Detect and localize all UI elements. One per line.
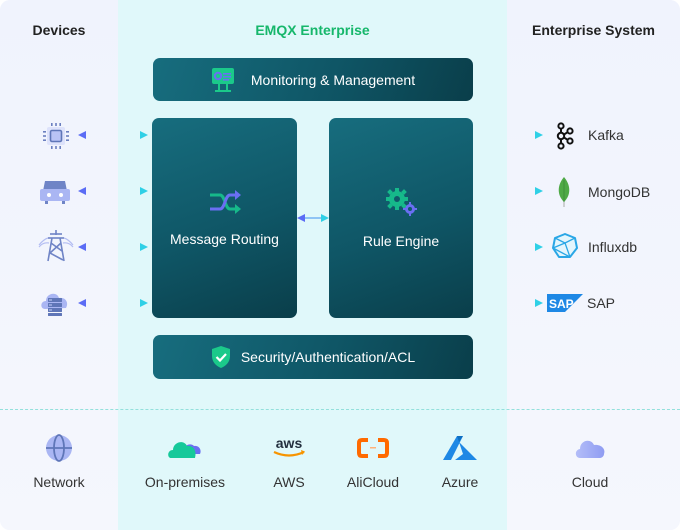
device-arrow-2 (78, 186, 148, 196)
alicloud-label: AliCloud (346, 474, 400, 490)
green-cloud-icon (135, 430, 235, 466)
rule-engine-box: Rule Engine (329, 118, 473, 318)
system-arrow-1 (473, 130, 543, 140)
emqx-title: EMQX Enterprise (255, 22, 370, 38)
kafka-icon (555, 122, 575, 155)
monitoring-management-box: Monitoring & Management (153, 58, 473, 101)
network-label: Network (33, 474, 85, 490)
deployment-cloud: Cloud (540, 430, 640, 490)
influxdb-label: Influxdb (588, 239, 638, 255)
shuffle-icon (208, 189, 242, 215)
azure-logo-icon (410, 430, 510, 466)
rule-engine-label: Rule Engine (362, 233, 440, 249)
aws-label: AWS (273, 474, 305, 490)
kafka-label: Kafka (588, 127, 624, 143)
on-premises-label: On-premises (144, 474, 226, 490)
influxdb-icon (552, 233, 578, 264)
device-arrow-3 (78, 242, 148, 252)
deployment-aws: aws AWS (239, 430, 339, 490)
gears-icon (384, 187, 418, 217)
sap-label: SAP (587, 295, 616, 311)
azure-label: Azure (441, 474, 479, 490)
server-cloud-icon (40, 289, 70, 322)
enterprise-system-column (507, 0, 680, 530)
sap-logo-icon: SAP (547, 294, 583, 317)
message-routing-box: Message Routing (152, 118, 297, 318)
system-arrow-4 (473, 298, 543, 308)
section-divider (0, 409, 680, 410)
aws-logo-icon: aws (239, 430, 339, 466)
deployment-alicloud: AliCloud (323, 430, 423, 490)
device-arrow-1 (78, 130, 148, 140)
devices-title: Devices (32, 22, 86, 38)
device-arrow-4 (78, 298, 148, 308)
deployment-on-premises: On-premises (135, 430, 235, 490)
monitor-dashboard-icon (211, 67, 235, 93)
system-arrow-3 (473, 242, 543, 252)
routing-rule-engine-arrow (297, 213, 329, 223)
cloud-label: Cloud (571, 474, 609, 490)
chip-icon (42, 122, 70, 155)
mongodb-leaf-icon (556, 176, 572, 213)
svg-text:SAP: SAP (549, 297, 574, 311)
car-icon (39, 179, 71, 210)
cloud-icon (540, 430, 640, 466)
security-authentication-acl-label: Security/Authentication/ACL (240, 349, 416, 365)
power-tower-icon (38, 229, 74, 268)
system-arrow-2 (473, 186, 543, 196)
deployment-azure: Azure (410, 430, 510, 490)
mongodb-label: MongoDB (588, 184, 651, 200)
security-authentication-acl-box: Security/Authentication/ACL (153, 335, 473, 379)
deployment-network: Network (9, 430, 109, 490)
svg-text:aws: aws (276, 436, 303, 451)
monitoring-management-label: Monitoring & Management (250, 71, 416, 88)
enterprise-system-title: Enterprise System (532, 22, 655, 38)
alicloud-logo-icon (323, 430, 423, 466)
shield-check-icon (211, 345, 231, 369)
message-routing-label: Message Routing (170, 231, 279, 247)
globe-icon (9, 430, 109, 466)
